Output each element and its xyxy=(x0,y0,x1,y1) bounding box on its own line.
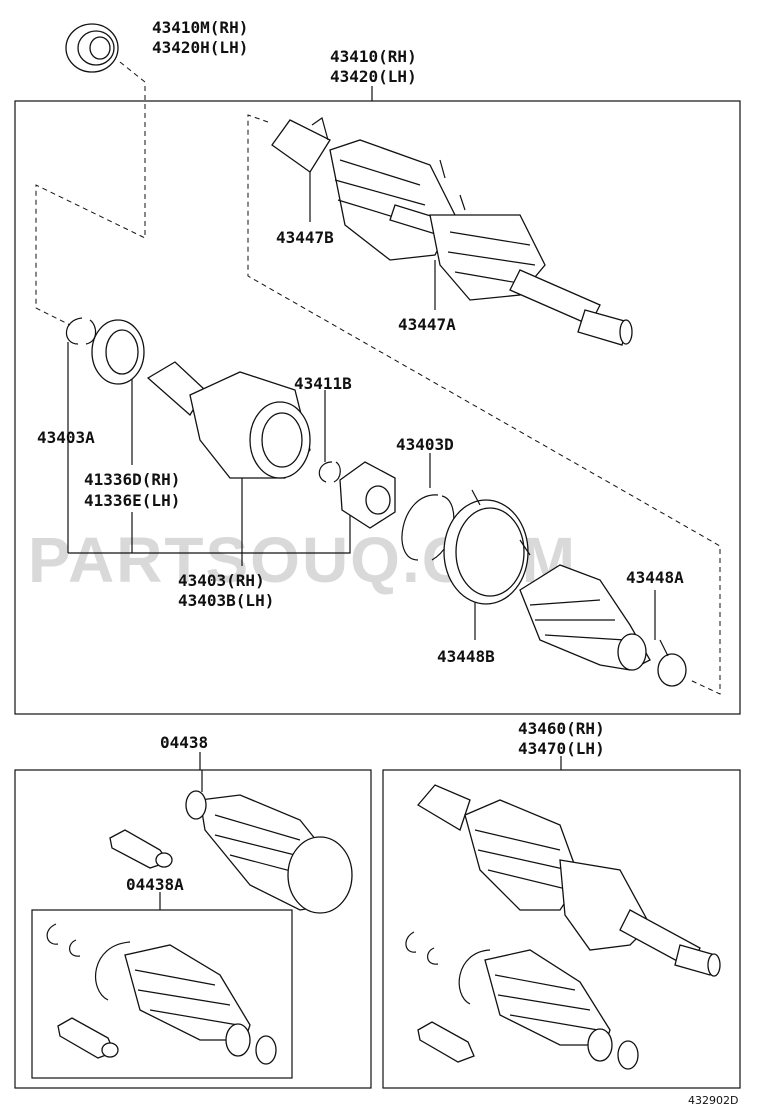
inboard-boot xyxy=(519,564,651,671)
part-label-43410m[interactable]: 43410M(RH) xyxy=(152,18,248,37)
dust-seal xyxy=(91,319,145,385)
part-label-43410[interactable]: 43410(RH) xyxy=(330,47,417,66)
part-label-43420[interactable]: 43420(LH) xyxy=(330,67,417,86)
outer-drive-shaft-assembly xyxy=(271,117,633,346)
boot-kit-inner-frame xyxy=(31,909,293,1079)
oil-seal xyxy=(65,23,119,73)
part-label-43447b[interactable]: 43447B xyxy=(276,228,334,247)
grease-tube-top xyxy=(109,829,173,869)
part-label-41336d[interactable]: 41336D(RH) xyxy=(84,470,180,489)
boot-kit-inner-parts xyxy=(46,923,277,1065)
boot-kit-outer-boot xyxy=(185,790,353,914)
boot-kit-frame xyxy=(14,769,372,1089)
inboard-joint-tulip xyxy=(146,361,311,479)
part-label-43448b[interactable]: 43448B xyxy=(437,647,495,666)
snap-ring xyxy=(65,317,97,345)
part-label-43411b[interactable]: 43411B xyxy=(294,374,352,393)
boot-clamp-small xyxy=(657,639,687,687)
part-label-43420h[interactable]: 43420H(LH) xyxy=(152,38,248,57)
main-assembly-frame xyxy=(14,100,741,715)
part-label-43403rh[interactable]: 43403(RH) xyxy=(178,571,265,590)
part-label-04438a[interactable]: 04438A xyxy=(126,875,184,894)
part-label-43460[interactable]: 43460(RH) xyxy=(518,719,605,738)
part-label-04438[interactable]: 04438 xyxy=(160,733,208,752)
part-label-43403a[interactable]: 43403A xyxy=(37,428,95,447)
circlip xyxy=(318,461,341,483)
grease-tube-bottom xyxy=(57,1017,119,1059)
complete-drive-shaft xyxy=(417,784,721,977)
part-label-41336e[interactable]: 41336E(LH) xyxy=(84,491,180,510)
part-label-43470[interactable]: 43470(LH) xyxy=(518,739,605,758)
part-label-43403d[interactable]: 43403D xyxy=(396,435,454,454)
tripod-joint xyxy=(339,461,396,529)
part-label-43447a[interactable]: 43447A xyxy=(398,315,456,334)
outer-shaft-dashed-line xyxy=(247,114,721,695)
shaft-assembly-inner-parts xyxy=(405,931,639,1070)
part-label-43448a[interactable]: 43448A xyxy=(626,568,684,587)
diagram-code: 432902D xyxy=(688,1094,738,1107)
boot-clamp-large xyxy=(443,489,531,605)
part-label-43403b[interactable]: 43403B(LH) xyxy=(178,591,274,610)
